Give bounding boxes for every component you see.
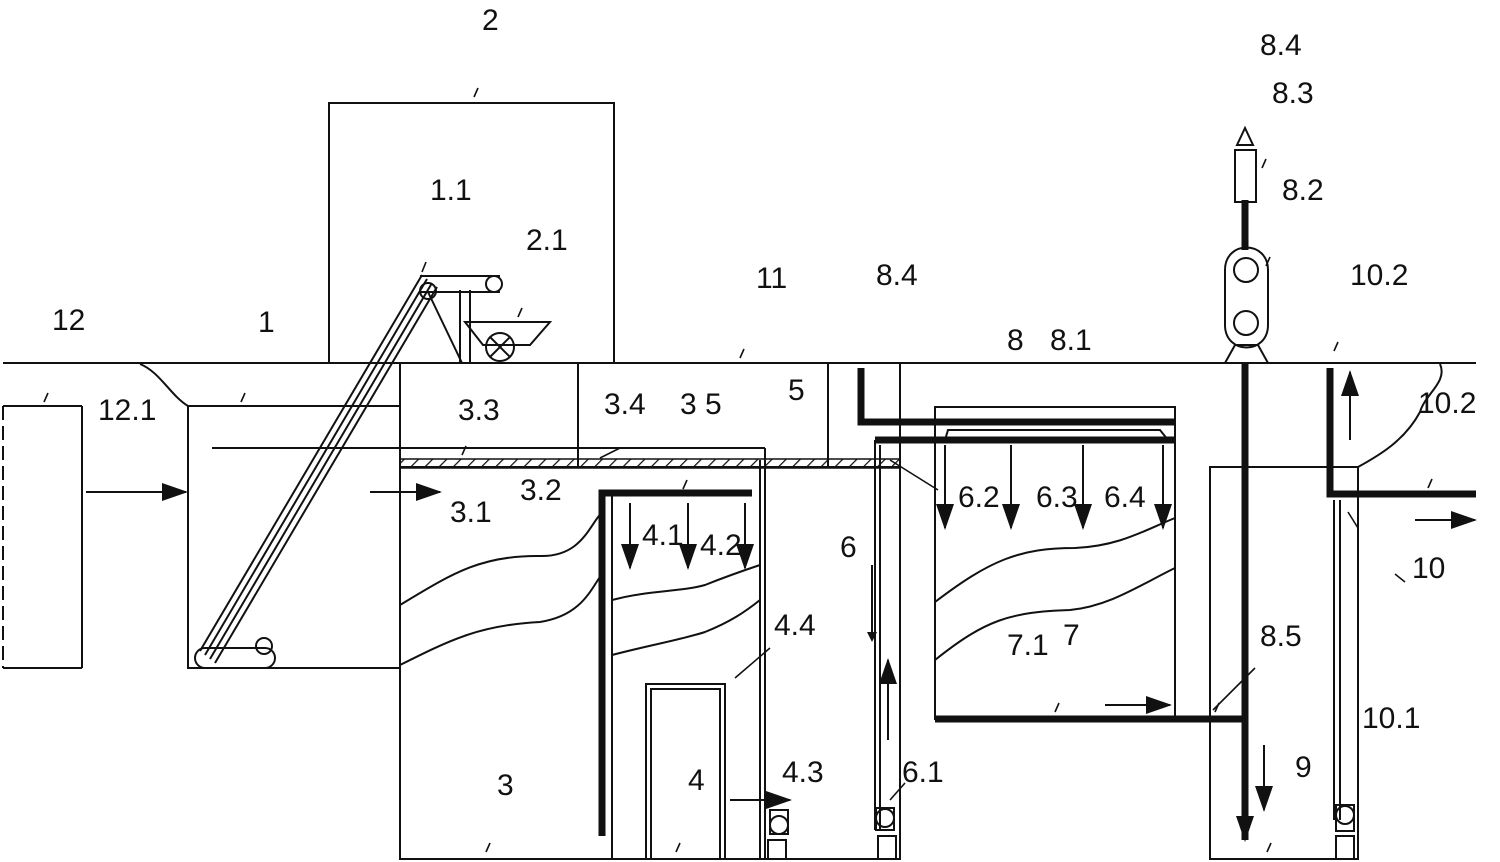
label-6-2: 6.2 [958,481,1000,514]
diagram-labels: 2 8.4 8.3 8.2 1.1 2.1 11 8.4 10.2 12 1 8… [52,4,1476,802]
label-4-1: 4.1 [642,519,684,552]
label-4-3: 4.3 [782,756,824,789]
label-10: 10 [1412,552,1445,585]
tank-12 [2,405,83,669]
label-12-1: 12.1 [98,394,156,427]
label-2-1: 2.1 [526,224,568,257]
riser-6 [874,440,881,830]
tank-7 [934,406,1176,720]
blower-8 [1224,125,1269,364]
label-7-1: 7.1 [1007,629,1049,662]
label-8-3: 8.3 [1272,77,1314,110]
label-6-3: 6.3 [1036,481,1078,514]
label-10-1: 10.1 [1362,702,1420,735]
label-5: 5 [788,374,805,407]
pipe-10-outlet [1326,368,1476,498]
ground-line [3,362,1476,468]
label-8-4-top: 8.4 [1260,29,1302,62]
label-3-2: 3.2 [520,474,562,507]
label-2: 2 [482,4,499,37]
label-11: 11 [756,262,787,295]
label-7: 7 [1063,619,1080,652]
label-8-2: 8.2 [1282,174,1324,207]
label-8-4-mid: 8.4 [876,259,918,292]
label-4: 4 [688,764,705,797]
label-8-5: 8.5 [1260,620,1302,653]
tank-9 [1209,466,1359,860]
label-9: 9 [1295,751,1312,784]
label-3-3: 3.3 [458,394,500,427]
sludge-layer-3 [399,509,606,666]
label-4-2: 4.2 [700,529,742,562]
pump-4-3 [767,809,789,860]
label-6: 6 [840,531,857,564]
cart-2-1 [462,321,553,362]
conveyor-1-1 [194,274,503,669]
baffle-3-4 [598,489,752,836]
door-4-4 [645,683,726,860]
label-3-1: 3.1 [450,496,492,529]
label-6-4: 6.4 [1104,481,1146,514]
pipe-8-4-outlet [857,368,1175,426]
label-1: 1 [258,306,275,339]
label-3-5: 3 5 [680,388,722,421]
label-3-4: 3.4 [604,388,646,421]
label-6-1: 6.1 [902,756,944,789]
label-10-2-right: 10.2 [1418,387,1476,420]
label-12: 12 [52,304,85,337]
label-3: 3 [497,769,514,802]
hatched-deck-3-2 [399,458,901,469]
label-1-1: 1.1 [430,174,472,207]
leader-ticks [43,87,1433,853]
label-4-4: 4.4 [774,609,816,642]
flow-arrows [86,370,1477,842]
riser-10-1 [1333,500,1355,860]
label-8-1: 8.1 [1050,324,1092,357]
sludge-layer-4 [611,564,761,656]
label-8: 8 [1007,324,1024,357]
tank-6 [875,807,897,860]
label-10-2-top: 10.2 [1350,259,1408,292]
building-2 [328,102,615,364]
